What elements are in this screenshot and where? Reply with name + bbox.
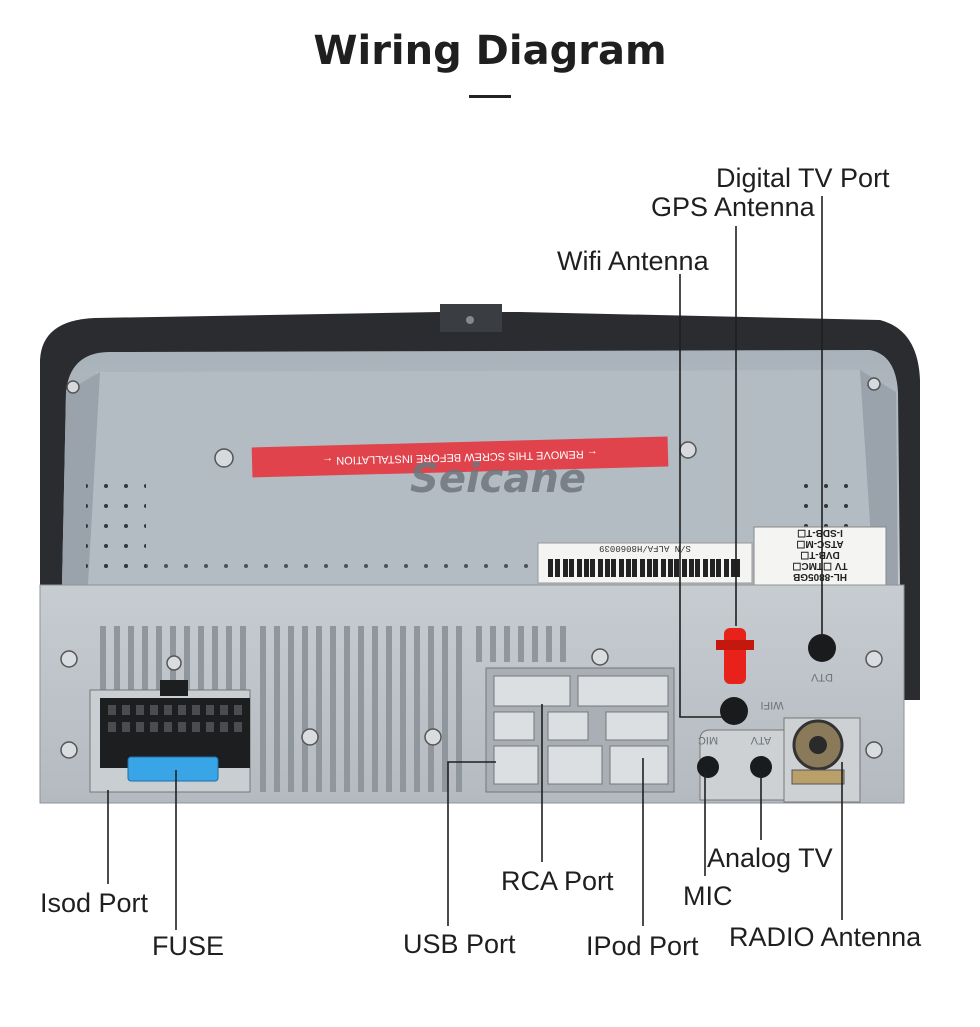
chassis-lid [86, 370, 874, 585]
fuse-block [127, 756, 219, 782]
lid-screws [66, 377, 881, 468]
chassis-right-side [860, 370, 898, 585]
brand-watermark: Seicane [410, 456, 586, 502]
label-rca-port: RCA Port [501, 866, 614, 896]
model-line-2: TV ☐TMC☐ [792, 560, 847, 571]
model-line-4: ATSC-M☐ [796, 538, 843, 549]
leader-lines [107, 196, 843, 930]
gps-antenna-connector [716, 628, 754, 684]
wifi-mark: WIFI [760, 699, 783, 711]
wifi-port: WIFI [720, 697, 784, 725]
leader-wifi [679, 274, 722, 718]
leader-usb [447, 761, 496, 926]
top-screw [466, 316, 474, 324]
dtv-port: DTV [808, 634, 836, 683]
mic-mark: MIC [698, 734, 718, 746]
vent-holes-left [86, 482, 146, 574]
serial-text: S/N ALFA/H8060039 [599, 543, 691, 553]
model-line-5: I-SDB-T☐ [797, 527, 843, 538]
title-underline [469, 95, 511, 98]
atv-mark: ATV [750, 734, 771, 746]
label-ipod-port: IPod Port [586, 931, 699, 961]
iso-connector [89, 680, 251, 793]
page-title: Wiring Diagram [313, 28, 667, 74]
dtv-mark: DTV [810, 671, 833, 683]
label-analog-tv: Analog TV [707, 843, 833, 873]
plate-screws [60, 648, 883, 759]
label-mic: MIC [683, 881, 733, 911]
model-sticker: HL-8805GB TV ☐TMC☐ DVB-T☐ ATSC-M☐ I-SDB-… [753, 526, 887, 586]
warning-strip: ← REMOVE THIS SCREW BEFORE INSTALLATION … [251, 436, 669, 478]
atv-port [750, 756, 772, 778]
model-line-1: HL-8805GB [793, 571, 847, 582]
label-gps-antenna: GPS Antenna [651, 192, 815, 222]
rca-connector-block [485, 667, 675, 793]
audio-port-plate: MIC ATV [697, 717, 861, 803]
serial-label: S/N ALFA/H8060039 [537, 542, 753, 584]
heatsink-fins [100, 626, 566, 792]
label-digital-tv-port: Digital TV Port [716, 163, 890, 193]
label-usb-port: USB Port [403, 929, 516, 959]
label-radio-antenna: RADIO Antenna [729, 922, 922, 952]
label-isod-port: Isod Port [40, 888, 149, 918]
mic-port [697, 756, 719, 778]
label-fuse: FUSE [152, 931, 225, 961]
model-line-3: DVB-T☐ [800, 549, 840, 560]
label-wifi-antenna: Wifi Antenna [557, 246, 709, 276]
